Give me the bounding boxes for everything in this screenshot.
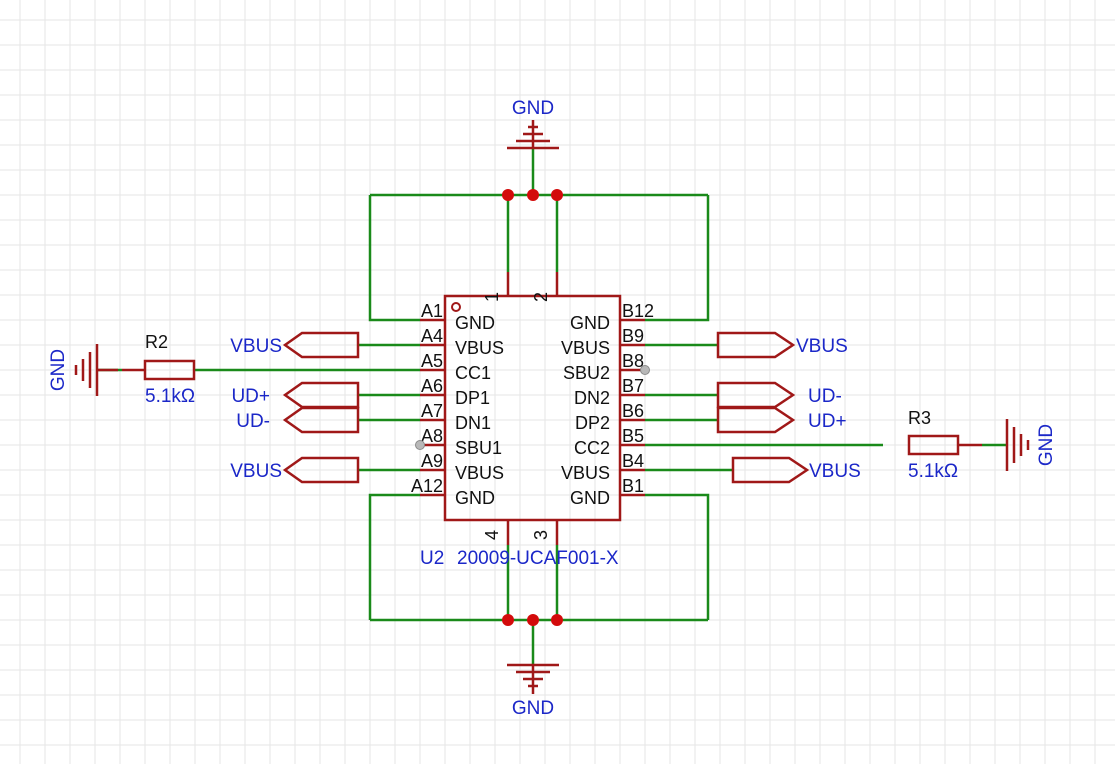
u2-pin-num: A5 — [421, 351, 443, 371]
netport-vbus-b4[interactable]: VBUS — [731, 456, 861, 484]
u2-pin-name: GND — [570, 313, 610, 333]
u2-pin-name: SBU1 — [455, 438, 502, 458]
u2-pin-name: GND — [570, 488, 610, 508]
net-port-icon — [731, 456, 810, 484]
u2-pin-num: A1 — [421, 301, 443, 321]
resistor-icon — [907, 434, 960, 456]
netport-label: VBUS — [796, 336, 848, 357]
netport-vbus-b9[interactable]: VBUS — [716, 331, 848, 359]
u2-pin-num: B9 — [622, 326, 644, 346]
net-port-icon — [282, 331, 360, 359]
netport-label: UD+ — [231, 386, 270, 407]
u2-pin-num: B1 — [622, 476, 644, 496]
netport-udp-right[interactable]: UD+ — [716, 406, 847, 434]
u2-part-number: 20009-UCAF001-X — [457, 548, 619, 569]
no-connect-pin-icon — [640, 365, 650, 375]
netport-vbus-a9[interactable]: VBUS — [230, 456, 360, 484]
u2-usb-c-connector[interactable]: A1GNDA4VBUSA5CC1A6DP1A7DN1A8SBU1A9VBUSA1… — [411, 272, 654, 569]
netport-label: UD- — [236, 411, 270, 432]
net-port-icon — [282, 406, 360, 434]
net-port-icon — [716, 406, 796, 434]
gnd-bottom[interactable]: GND — [507, 663, 559, 719]
no-connect-pin-icon — [415, 440, 425, 450]
gnd-top[interactable]: GND — [507, 98, 559, 150]
netport-udm-right[interactable]: UD- — [716, 381, 842, 409]
pin1-marker-icon — [451, 302, 461, 312]
r3-designator: R3 — [908, 408, 931, 428]
u2-pin-name: VBUS — [561, 338, 610, 358]
net-port-icon — [716, 331, 796, 359]
u2-pin-num: B12 — [622, 301, 654, 321]
u2-pins: A1GNDA4VBUSA5CC1A6DP1A7DN1A8SBU1A9VBUSA1… — [411, 301, 654, 508]
u2-pin-num: B6 — [622, 401, 644, 421]
net-port-icon — [282, 456, 360, 484]
u2-pin-num: A8 — [421, 426, 443, 446]
u2-pin-name: CC1 — [455, 363, 491, 383]
r2-value: 5.1kΩ — [145, 386, 195, 407]
resistor-r3[interactable]: R3 5.1kΩ — [907, 408, 982, 482]
u2-pin-num: B4 — [622, 451, 644, 471]
junction-dot-icon — [551, 614, 563, 626]
junction-dot-icon — [527, 189, 539, 201]
u2-pin-num-2: 2 — [531, 292, 551, 302]
u2-pin-num: A12 — [411, 476, 443, 496]
u2-pin-name: VBUS — [455, 338, 504, 358]
u2-pin-name: GND — [455, 488, 495, 508]
gnd-bottom-label: GND — [512, 698, 554, 719]
gnd-top-label: GND — [512, 98, 554, 119]
u2-pin-name: DP1 — [455, 388, 490, 408]
netport-label: VBUS — [230, 336, 282, 357]
u2-pin-num-4: 4 — [482, 530, 502, 540]
gnd-left-label: GND — [48, 349, 69, 391]
gnd-right[interactable]: GND — [1005, 419, 1057, 471]
gnd-right-label: GND — [1036, 424, 1057, 466]
u2-pin-name: VBUS — [561, 463, 610, 483]
netport-label: VBUS — [230, 461, 282, 482]
ground-symbol-icon — [507, 663, 559, 694]
junction-dot-icon — [502, 189, 514, 201]
netport-label: UD- — [808, 386, 842, 407]
u2-pin-num-3: 3 — [531, 530, 551, 540]
u2-pin-num: B8 — [622, 351, 644, 371]
net-port-icon — [282, 381, 360, 409]
ground-symbol-icon — [74, 344, 118, 396]
u2-body[interactable] — [443, 294, 622, 522]
u2-pin-name: SBU2 — [563, 363, 610, 383]
u2-pin-num: B5 — [622, 426, 644, 446]
netport-vbus-a4[interactable]: VBUS — [230, 331, 360, 359]
u2-pin-name: DN2 — [574, 388, 610, 408]
netport-udp-left[interactable]: UD+ — [231, 381, 360, 409]
net-port-icon — [716, 381, 796, 409]
r2-designator: R2 — [145, 332, 168, 352]
u2-pin-num: A9 — [421, 451, 443, 471]
u2-pin-num: A6 — [421, 376, 443, 396]
junction-dot-icon — [502, 614, 514, 626]
junction-dot-icon — [551, 189, 563, 201]
u2-designator: U2 — [420, 548, 444, 569]
resistor-icon — [143, 359, 196, 381]
u2-pin-num: A4 — [421, 326, 443, 346]
netport-label: UD+ — [808, 411, 847, 432]
junction-dot-icon — [527, 614, 539, 626]
u2-pin-num-1: 1 — [482, 292, 502, 302]
u2-pin-name: DN1 — [455, 413, 491, 433]
u2-pin-num: B7 — [622, 376, 644, 396]
u2-pin-name: VBUS — [455, 463, 504, 483]
netport-label: VBUS — [809, 461, 861, 482]
gnd-left[interactable]: GND — [48, 344, 118, 396]
junctions — [502, 189, 563, 626]
u2-pin-name: CC2 — [574, 438, 610, 458]
r3-value: 5.1kΩ — [908, 461, 958, 482]
ground-symbol-icon — [507, 120, 559, 150]
u2-pin-name: GND — [455, 313, 495, 333]
resistor-r2[interactable]: R2 5.1kΩ — [122, 332, 196, 407]
u2-pin-name: DP2 — [575, 413, 610, 433]
ground-symbol-icon — [1005, 419, 1030, 471]
u2-pin-num: A7 — [421, 401, 443, 421]
netport-udm-left[interactable]: UD- — [236, 406, 360, 434]
